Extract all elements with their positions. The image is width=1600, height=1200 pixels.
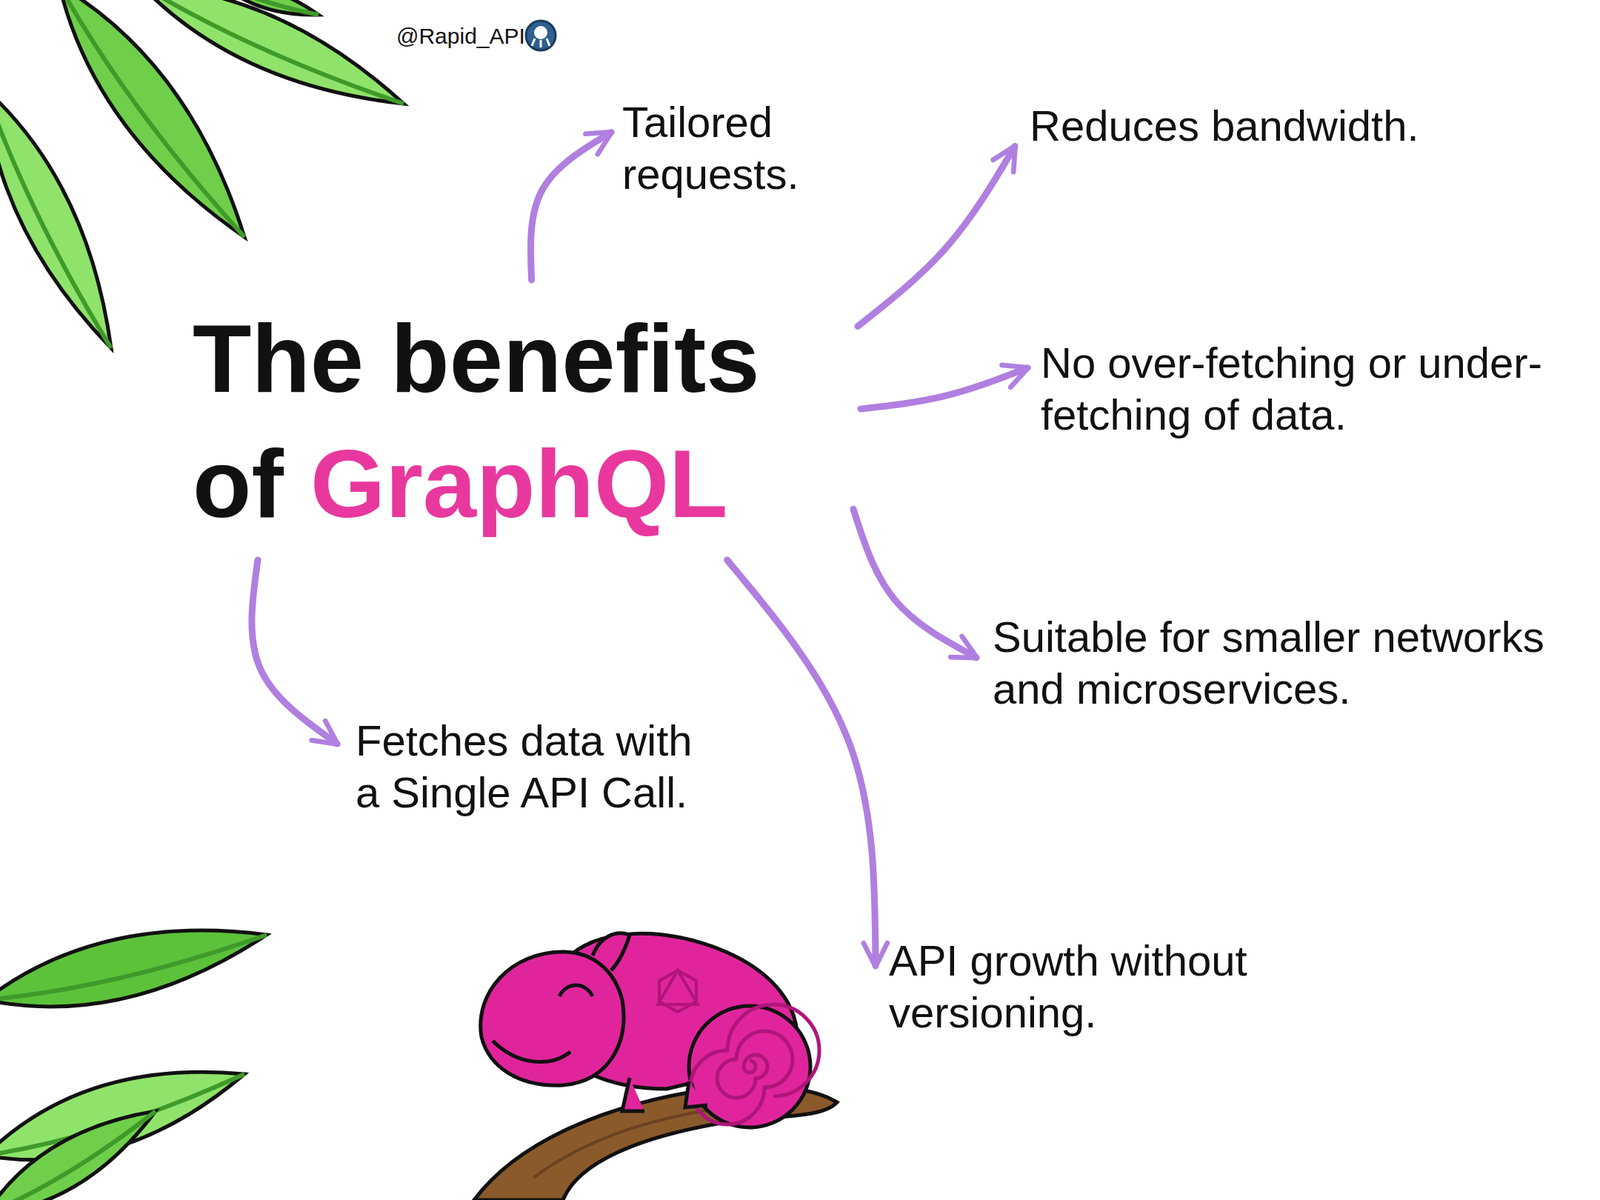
leaf — [222, 0, 319, 15]
leaf-vein — [222, 0, 319, 15]
title-highlight: GraphQL — [310, 429, 728, 538]
curved-arrow — [727, 560, 876, 966]
benefit-text: Suitable for smaller networks and micros… — [992, 611, 1578, 715]
leaf — [0, 930, 267, 1007]
benefit-text: No over-fetching or under-fetching of da… — [1040, 337, 1560, 440]
benefit-note: Suitable for smaller networks and micros… — [992, 611, 1578, 715]
leaf-vein — [0, 934, 267, 1000]
benefit-text: Reduces bandwidth. — [1029, 100, 1504, 152]
watermark: @Rapid_API — [396, 23, 526, 49]
curved-arrow — [530, 132, 612, 280]
rapid-icon — [525, 20, 556, 51]
leaf — [140, 0, 404, 104]
leaf — [0, 1111, 156, 1200]
leaf-vein — [0, 1111, 156, 1200]
curved-arrow — [860, 368, 1028, 409]
hub-title: The benefits ofGraphQL — [192, 296, 845, 547]
chameleon — [480, 933, 820, 1128]
benefit-text: API growth without versioning. — [888, 934, 1304, 1038]
curved-arrow — [853, 508, 977, 658]
leaf — [0, 88, 112, 349]
benefit-note: No over-fetching or under-fetching of da… — [1040, 337, 1560, 440]
curved-arrow — [251, 560, 338, 744]
leaf-vein — [140, 0, 404, 104]
benefit-note: API growth without versioning. — [888, 934, 1304, 1038]
leaf-vein — [0, 88, 112, 349]
benefit-text: Tailored requests. — [622, 96, 889, 200]
curved-arrow — [857, 146, 1015, 327]
benefit-text: Fetches data with a Single API Call. — [355, 714, 726, 818]
leaves — [0, 0, 404, 1200]
benefit-note: Reduces bandwidth. — [1029, 100, 1504, 152]
benefit-note: Tailored requests. — [622, 96, 889, 200]
benefit-note: Fetches data with a Single API Call. — [355, 714, 726, 818]
